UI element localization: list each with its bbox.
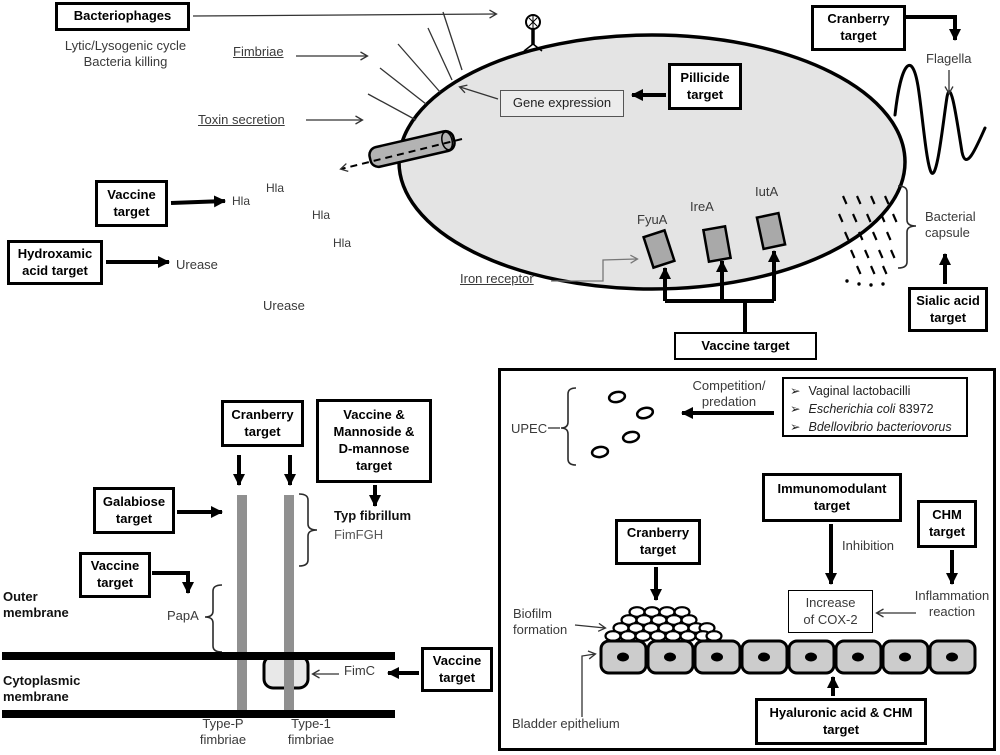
inhibition-label: Inhibition bbox=[842, 538, 895, 553]
competitor-microbes-list: ➢ Vaginal lactobacilli ➢ Escherichia coli … bbox=[782, 377, 968, 437]
bacteriophages-arrow bbox=[192, 9, 498, 19]
vaccine-papa-elbow-arrow bbox=[152, 571, 194, 594]
cytoplasmic-membrane-label: Cytoplasmic membrane bbox=[3, 673, 81, 705]
cytoplasmic-membrane-bar bbox=[2, 710, 395, 718]
toxin-channel-cylinder bbox=[368, 129, 456, 169]
iuta-label: IutA bbox=[755, 184, 779, 199]
typ-fibrillum-brace bbox=[298, 493, 318, 567]
iron-receptor-label: Iron receptor bbox=[460, 271, 534, 286]
fimbriae-lines bbox=[367, 11, 463, 121]
urease-label: Urease bbox=[176, 257, 218, 272]
capsule-brace bbox=[897, 185, 917, 269]
vaccine-hla-box: Vaccine target bbox=[95, 180, 168, 227]
bold-arrows bbox=[106, 15, 961, 696]
typ-fibrillum-label: Typ fibrillum bbox=[334, 508, 412, 523]
type-1-fimbriae-label: Type-1 fimbriae bbox=[287, 716, 335, 748]
bladder-epithelium-elbow-arrow bbox=[581, 650, 597, 717]
vaccine-iron-connector bbox=[665, 299, 774, 332]
hydroxamic-acid-box: Hydroxamic acid target bbox=[7, 240, 103, 285]
bacterial-capsule-dashes bbox=[837, 195, 898, 287]
pillicide-box: Pillicide target bbox=[668, 63, 742, 110]
biofilm-ovals bbox=[604, 606, 723, 642]
hla-label: Hla bbox=[232, 194, 251, 208]
inflammation-reaction-label: Inflammation reaction bbox=[914, 588, 990, 620]
chm-box: CHM target bbox=[917, 500, 977, 548]
vaccine-papa-box: Vaccine target bbox=[79, 552, 151, 598]
urease-label: Urease bbox=[263, 298, 305, 313]
vaccine-fimc-box: Vaccine target bbox=[421, 647, 493, 692]
lytic-cycle-label: Lytic/Lysogenic cycle Bacteria killing bbox=[64, 38, 187, 70]
outer-membrane-label: Outer membrane bbox=[3, 589, 69, 621]
urinary-tract-panel bbox=[498, 368, 996, 751]
biofilm-formation-label: Biofilm formation bbox=[513, 606, 568, 638]
bacteriophages-box: Bacteriophages bbox=[55, 2, 190, 31]
typeP-fimbria-rod bbox=[237, 495, 247, 712]
flagella-label: Flagella bbox=[926, 51, 972, 66]
toxin-secretion-dashed-arrow bbox=[339, 138, 463, 172]
papa-brace bbox=[204, 584, 223, 653]
toxin-secretion-label: Toxin secretion bbox=[198, 112, 285, 127]
iron-receptor-fyua bbox=[642, 228, 676, 270]
list-item: ➢ Vaginal lactobacilli bbox=[790, 382, 960, 400]
iron-receptor-elbow-arrow bbox=[551, 254, 639, 282]
cox2-box: Increase of COX-2 bbox=[788, 590, 873, 633]
irea-label: IreA bbox=[690, 199, 714, 214]
cranberry-fimbriae-box: Cranberry target bbox=[221, 400, 304, 447]
bacteriophage-icon bbox=[523, 14, 543, 52]
iron-receptor-irea bbox=[701, 224, 733, 264]
fimfgh-label: FimFGH bbox=[334, 527, 384, 542]
list-bullet-icon: ➢ bbox=[790, 402, 801, 417]
upec-bacteria-ovals bbox=[590, 390, 655, 459]
outer-membrane-bar bbox=[2, 652, 395, 660]
sialic-acid-box: Sialic acid target bbox=[908, 287, 988, 332]
list-bullet-icon: ➢ bbox=[790, 384, 801, 398]
hla-label: Hla bbox=[266, 181, 285, 195]
hla-label: Hla bbox=[312, 208, 331, 222]
fyua-label: FyuA bbox=[637, 212, 668, 227]
type-p-fimbriae-label: Type-P fimbriae bbox=[199, 716, 247, 748]
list-item-label: Vaginal lactobacilli bbox=[808, 384, 911, 398]
hla-label: Hla bbox=[333, 236, 352, 250]
hyaluronic-chm-box: Hyaluronic acid & CHM target bbox=[755, 698, 927, 745]
list-bullet-icon: ➢ bbox=[790, 420, 801, 435]
bacterial-capsule-label: Bacterial capsule bbox=[925, 209, 976, 241]
list-item-label: Bdellovibrio bacteriovorus bbox=[808, 420, 952, 435]
flagella-wave bbox=[893, 63, 987, 175]
bladder-epithelium-cells bbox=[599, 639, 977, 675]
list-item-label: Escherichia coli 83972 bbox=[808, 402, 934, 417]
vaccine-hla-arrow bbox=[170, 195, 226, 208]
type1-rod-through-pocket bbox=[284, 656, 294, 711]
vaccine-mannoside-box: Vaccine & Mannoside & D-mannose target bbox=[316, 399, 432, 483]
galabiose-box: Galabiose target bbox=[93, 487, 175, 534]
upec-brace bbox=[560, 387, 577, 466]
braces bbox=[204, 185, 917, 653]
fimbriae-label: Fimbriae bbox=[233, 44, 284, 59]
thin-arrows bbox=[192, 9, 954, 717]
vaccine-iron-box: Vaccine target bbox=[674, 332, 817, 360]
papa-label: PapA bbox=[167, 608, 199, 623]
list-item: ➢ Bdellovibrio bacteriovorus bbox=[790, 418, 960, 436]
cranberry-biofilm-box: Cranberry target bbox=[615, 519, 701, 565]
type1-fimbria-rod bbox=[284, 495, 294, 712]
immunomodulant-box: Immunomodulant target bbox=[762, 473, 902, 522]
gene-expression-arrow bbox=[458, 84, 499, 100]
biofilm-pointer-arrow bbox=[574, 622, 607, 632]
cranberry-flagella-elbow-arrow bbox=[906, 15, 961, 41]
upec-label: UPEC bbox=[511, 421, 548, 436]
fimc-label: FimC bbox=[344, 663, 376, 678]
iron-receptor-iuta bbox=[755, 211, 787, 251]
bladder-epithelium-label: Bladder epithelium bbox=[512, 716, 620, 731]
competition-predation-label: Competition/ predation bbox=[692, 378, 766, 410]
list-item: ➢ Escherichia coli 83972 bbox=[790, 400, 960, 418]
cranberry-flagella-box: Cranberry target bbox=[811, 5, 906, 51]
gene-expression-box: Gene expression bbox=[500, 90, 624, 117]
